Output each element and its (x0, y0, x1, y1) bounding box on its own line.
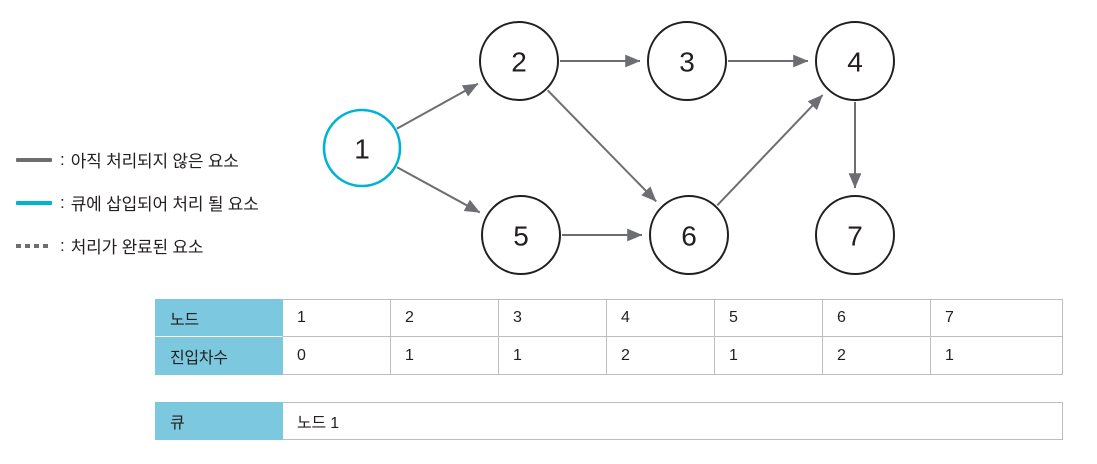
row-header-queue: 큐 (155, 402, 283, 440)
legend-label-completed: 처리가 완료된 요소 (70, 238, 204, 257)
graph-node-1[interactable]: 1 (322, 108, 402, 188)
cell-indegree-5: 1 (715, 337, 823, 375)
graph-node-5[interactable]: 5 (481, 195, 561, 275)
graph-edge-2-to-6 (546, 89, 657, 203)
cell-indegree-3: 1 (499, 337, 607, 375)
dotted-line-icon (16, 243, 52, 248)
table-row-indegree: 진입차수 0 1 1 2 1 2 1 (155, 337, 1063, 375)
node-label-7: 7 (847, 221, 863, 252)
row-header-indegree: 진입차수 (155, 337, 283, 375)
legend-row-unprocessed: : 아직 처리되지 않은 요소 (16, 138, 326, 181)
cell-node-3: 3 (499, 299, 607, 337)
queue-table: 큐 노드 1 (155, 402, 1063, 440)
graph-node-3[interactable]: 3 (647, 21, 727, 101)
legend-label-unprocessed: 아직 처리되지 않은 요소 (70, 152, 239, 171)
cell-node-4: 4 (607, 299, 715, 337)
cell-node-2: 2 (391, 299, 499, 337)
legend-separator: : (60, 150, 65, 169)
cell-indegree-2: 1 (391, 337, 499, 375)
legend-row-queued: : 큐에 삽입되어 처리 될 요소 (16, 181, 326, 224)
legend: : 아직 처리되지 않은 요소 : 큐에 삽입되어 처리 될 요소 : 처리가 … (16, 138, 326, 267)
node-label-3: 3 (679, 47, 695, 78)
graph-node-7[interactable]: 7 (815, 195, 895, 275)
legend-row-completed: : 처리가 완료된 요소 (16, 224, 326, 267)
node-label-6: 6 (681, 221, 697, 252)
table-row-queue: 큐 노드 1 (155, 402, 1063, 440)
graph-edge-1-to-2 (396, 82, 479, 130)
graph-node-4[interactable]: 4 (815, 21, 895, 101)
graph-node-2[interactable]: 2 (479, 21, 559, 101)
node-circle-2 (479, 21, 559, 101)
cell-node-1: 1 (283, 299, 391, 337)
node-label-2: 2 (511, 47, 527, 78)
cell-node-5: 5 (715, 299, 823, 337)
edge-layer (396, 54, 862, 242)
node-circle-7 (815, 195, 895, 275)
node-circle-4 (815, 21, 895, 101)
solid-gray-line-icon (16, 157, 52, 162)
node-label-4: 4 (847, 47, 863, 78)
node-circle-6 (649, 195, 729, 275)
legend-separator: : (60, 193, 65, 212)
directed-graph: 1 2 3 4 5 6 7 (322, 21, 895, 275)
legend-separator: : (60, 236, 65, 255)
table-row-node: 노드 1 2 3 4 5 6 7 (155, 299, 1063, 337)
cell-indegree-1: 0 (283, 337, 391, 375)
cell-node-7: 7 (931, 299, 1063, 337)
cell-indegree-7: 1 (931, 337, 1063, 375)
graph-edge-6-to-4 (716, 94, 824, 207)
node-circle-5 (481, 195, 561, 275)
node-layer: 1 2 3 4 5 6 7 (322, 21, 895, 275)
row-header-node: 노드 (155, 299, 283, 337)
cell-node-6: 6 (823, 299, 931, 337)
node-label-5: 5 (513, 221, 529, 252)
indegree-table: 노드 1 2 3 4 5 6 7 진입차수 0 1 1 2 1 2 1 (155, 299, 1063, 375)
cell-queue-contents: 노드 1 (283, 402, 1063, 440)
graph-edge-1-to-5 (396, 166, 481, 214)
legend-label-queued: 큐에 삽입되어 처리 될 요소 (70, 195, 259, 214)
node-circle-3 (647, 21, 727, 101)
cell-indegree-4: 2 (607, 337, 715, 375)
node-circle-1 (322, 108, 402, 188)
cell-indegree-6: 2 (823, 337, 931, 375)
node-label-1: 1 (354, 134, 370, 165)
solid-cyan-line-icon (16, 200, 52, 205)
graph-node-6[interactable]: 6 (649, 195, 729, 275)
